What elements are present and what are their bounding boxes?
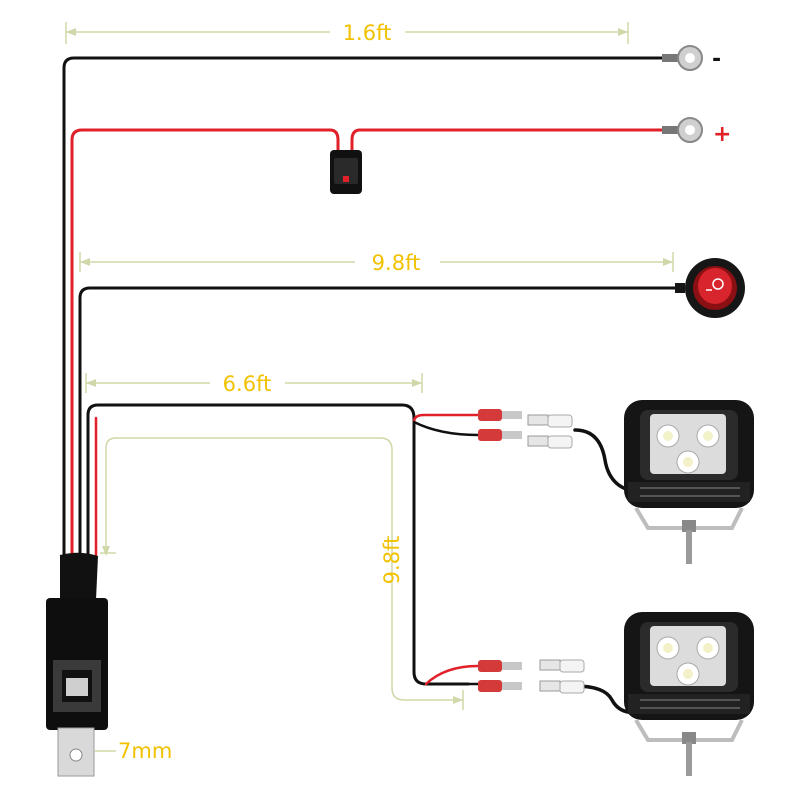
dimension-label-mount: 7mm bbox=[118, 739, 172, 763]
dimension-label-light-second: 9.8ft bbox=[380, 536, 404, 585]
power-wire-fused bbox=[350, 128, 680, 154]
rocker-switch-icon bbox=[675, 258, 745, 318]
power-wire bbox=[70, 128, 340, 562]
relay-icon bbox=[46, 552, 108, 777]
dimension-label-switch: 9.8ft bbox=[372, 251, 421, 275]
fuse-holder-icon bbox=[330, 150, 362, 194]
spade-connector-group-2 bbox=[478, 659, 585, 694]
wires bbox=[62, 56, 682, 715]
dimension-lines bbox=[65, 22, 674, 710]
ring-terminal-negative bbox=[662, 45, 703, 71]
polarity-positive-label: + bbox=[713, 122, 731, 147]
ring-terminal-positive bbox=[662, 117, 703, 143]
dimension-label-light-first: 6.6ft bbox=[223, 372, 272, 396]
ground-wire bbox=[62, 56, 682, 562]
dimension-arrows bbox=[66, 28, 673, 704]
light-harness-wire bbox=[86, 403, 470, 686]
dimension-label-ground: 1.6ft bbox=[343, 21, 392, 45]
led-work-light-icon bbox=[624, 400, 754, 564]
led-work-light-icon-2 bbox=[624, 612, 754, 776]
spade-connector-group-1 bbox=[478, 409, 573, 449]
switch-wire bbox=[78, 286, 682, 562]
polarity-negative-label: - bbox=[712, 47, 721, 72]
